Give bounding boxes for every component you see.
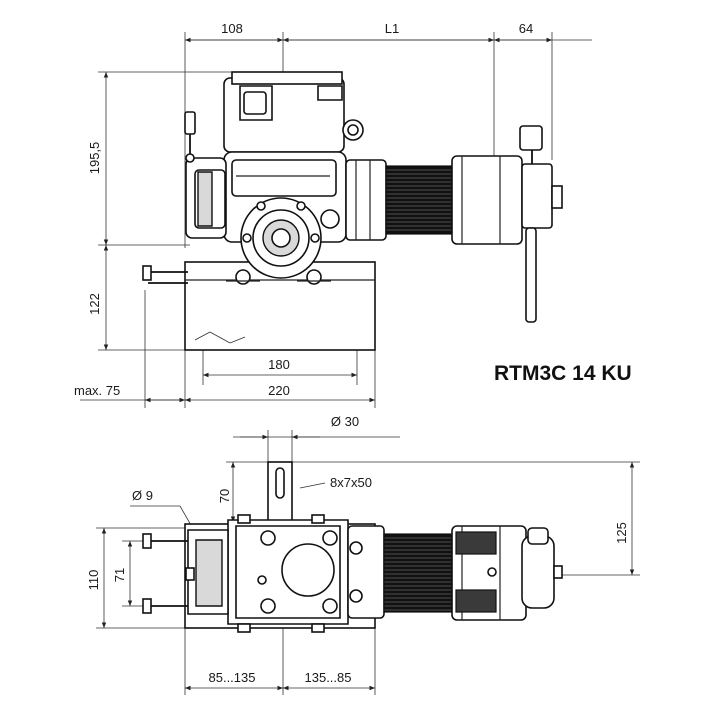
base-block [142, 261, 376, 351]
dim-shaft-diameter: Ø 30 [331, 414, 359, 429]
model-title: RTM3C 14 KU [494, 362, 632, 385]
dim-180: 180 [268, 357, 290, 372]
dim-110: 110 [86, 570, 101, 591]
dim-key: 8x7x50 [330, 475, 372, 490]
brake-assembly [184, 111, 227, 239]
base-dimension-lines [80, 290, 376, 408]
dim-195-5: 195,5 [87, 142, 102, 175]
dim-l1: L1 [385, 21, 399, 36]
gearbox-top [185, 514, 349, 633]
vertical-dimension-lines [98, 71, 240, 351]
dim-125: 125 [614, 522, 629, 544]
motor-top [347, 525, 563, 621]
motor [345, 125, 563, 323]
side-view: 108 L1 64 195,5 122 180 220 max. 75 [74, 21, 592, 408]
dim-64: 64 [519, 21, 533, 36]
dim-71: 71 [112, 568, 127, 582]
dim-85-135: 85...135 [209, 670, 256, 685]
dim-70: 70 [217, 489, 232, 503]
top-view: Ø 30 8x7x50 70 125 Ø 9 110 71 85...135 1… [86, 414, 640, 695]
dim-108: 108 [221, 21, 243, 36]
dim-220: 220 [268, 383, 290, 398]
dim-122: 122 [87, 293, 102, 315]
dim-135-85: 135...85 [305, 670, 352, 685]
top-dimension-line [184, 32, 592, 248]
output-shaft [267, 461, 293, 525]
gearbox-housing [223, 71, 364, 279]
dim-hole-diameter: Ø 9 [132, 488, 153, 503]
dim-max-75: max. 75 [74, 383, 120, 398]
